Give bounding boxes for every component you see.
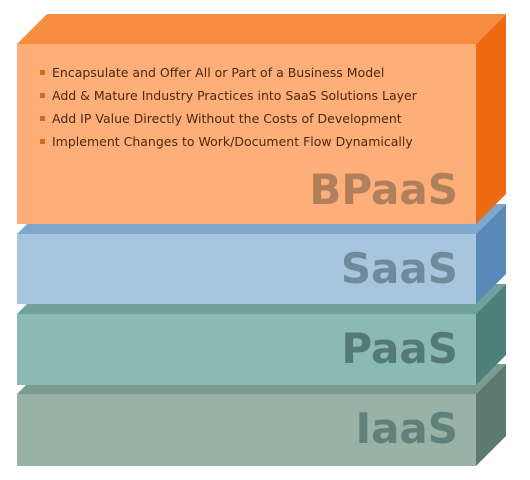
bpaas-bullet-list: Encapsulate and Offer All or Part of a B… <box>40 65 418 149</box>
layer-bpaas-label: BPaaS <box>309 165 458 214</box>
layer-paas-front-face <box>17 314 476 385</box>
layer-bpaas: Encapsulate and Offer All or Part of a B… <box>17 14 506 224</box>
bpaas-bullet-item: Add IP Value Directly Without the Costs … <box>40 111 402 126</box>
bullet-square-icon <box>40 70 45 75</box>
layer-saas-side-face <box>476 204 506 304</box>
layer-saas-front-face <box>17 234 476 304</box>
bpaas-bullet-text: Add & Mature Industry Practices into Saa… <box>52 88 418 103</box>
layer-bpaas-front-face <box>17 44 476 224</box>
bpaas-bullet-item: Implement Changes to Work/Document Flow … <box>40 134 413 149</box>
layer-bpaas-side-face <box>476 14 506 224</box>
bpaas-bullet-item: Add & Mature Industry Practices into Saa… <box>40 88 418 103</box>
layer-iaas-label: IaaS <box>355 404 458 453</box>
layer-bpaas-top-face <box>17 14 506 44</box>
layer-iaas-side-face <box>476 364 506 466</box>
bpaas-bullet-text: Add IP Value Directly Without the Costs … <box>52 111 402 126</box>
layer-paas-side-face <box>476 284 506 385</box>
bpaas-bullet-text: Implement Changes to Work/Document Flow … <box>52 134 413 149</box>
bullet-square-icon <box>40 139 45 144</box>
bullet-square-icon <box>40 116 45 121</box>
layer-paas-label: PaaS <box>341 324 458 373</box>
bpaas-bullet-text: Encapsulate and Offer All or Part of a B… <box>52 65 384 80</box>
layer-saas-label: SaaS <box>341 244 458 293</box>
bpaas-bullet-item: Encapsulate and Offer All or Part of a B… <box>40 65 384 80</box>
layer-saas: SaaS <box>17 204 506 304</box>
layer-iaas-front-face <box>17 394 476 466</box>
bullet-square-icon <box>40 93 45 98</box>
